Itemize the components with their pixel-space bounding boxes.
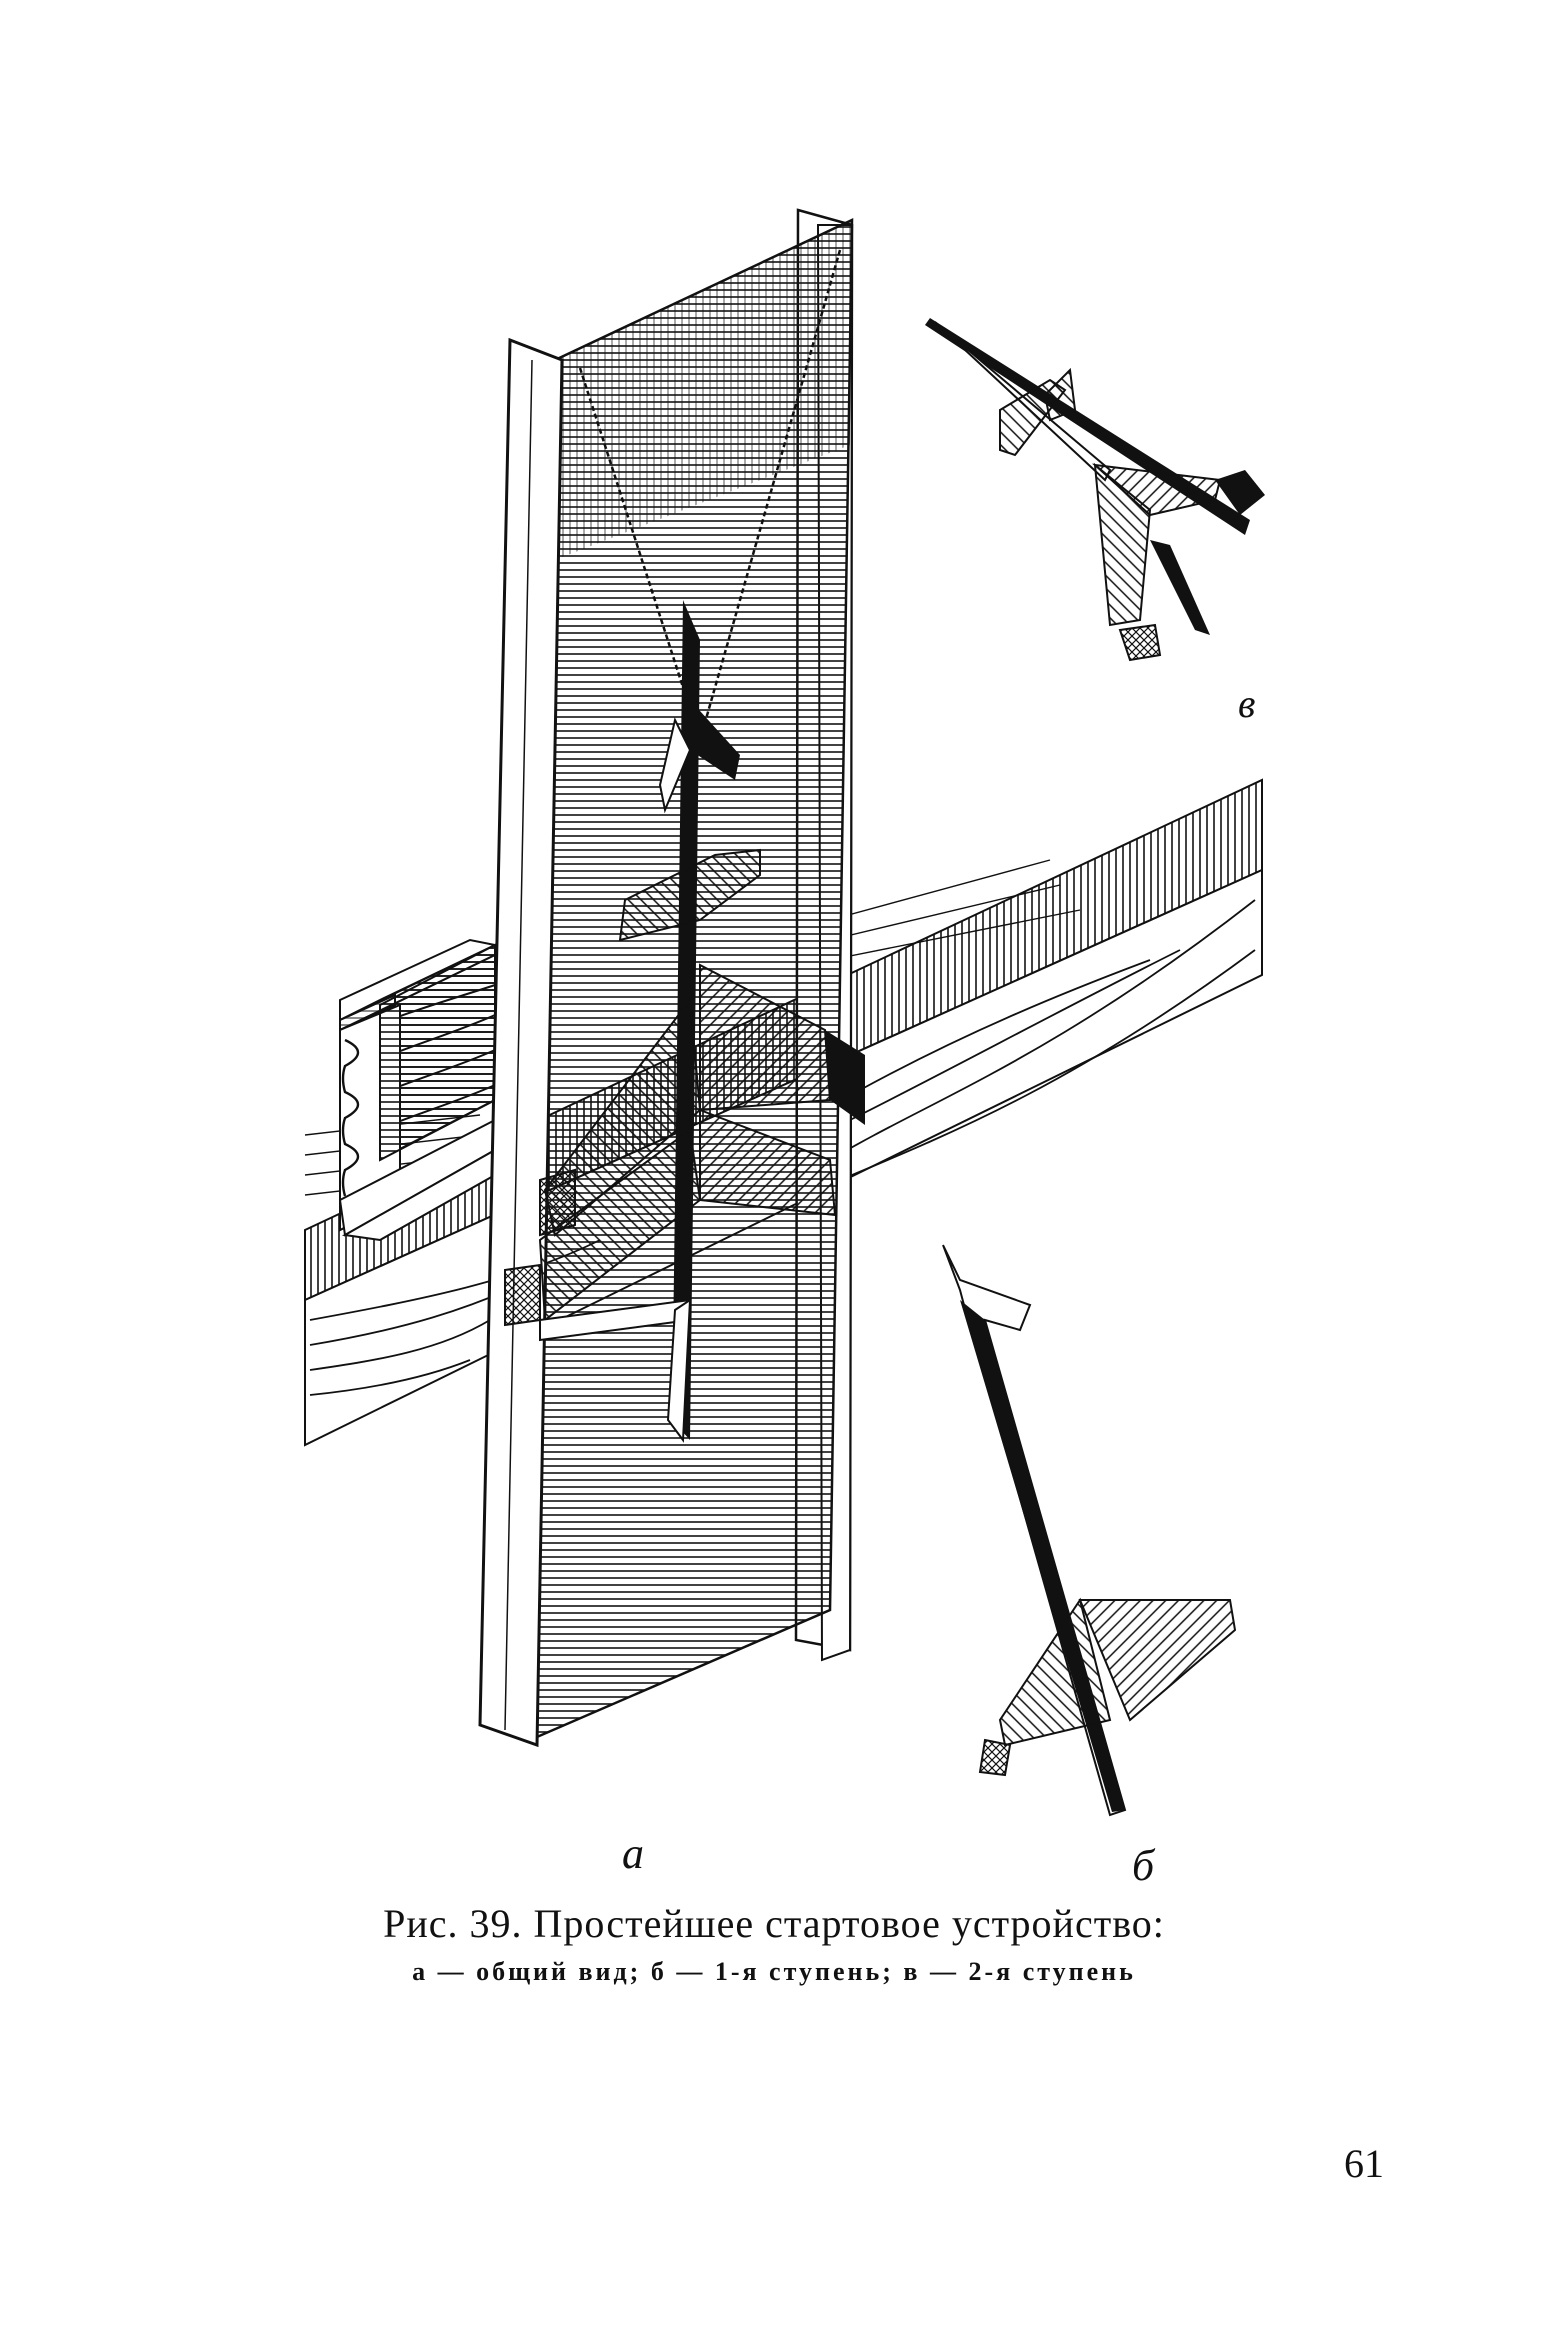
book-stack: [338, 938, 499, 1242]
stage-one-rocket: [942, 1244, 1237, 1817]
caption-legend: а — общий вид; б — 1-я ступень; в — 2-я …: [412, 1957, 1136, 1986]
stage-two-rocket: [925, 318, 1265, 662]
figure-caption: Рис. 39. Простейшее стартовое устройство…: [0, 1900, 1548, 1987]
panel-label-b: б: [1132, 1841, 1155, 1890]
mounted-rocket: [504, 600, 865, 1443]
caption-title: Рис. 39. Простейшее стартовое устройство…: [383, 1901, 1165, 1946]
launch-strings: [578, 249, 842, 741]
panel-label-v: в: [1238, 681, 1256, 726]
launch-board: [478, 218, 854, 1748]
panel-label-a: а: [622, 1829, 644, 1878]
page-number: 61: [1344, 2141, 1384, 2186]
